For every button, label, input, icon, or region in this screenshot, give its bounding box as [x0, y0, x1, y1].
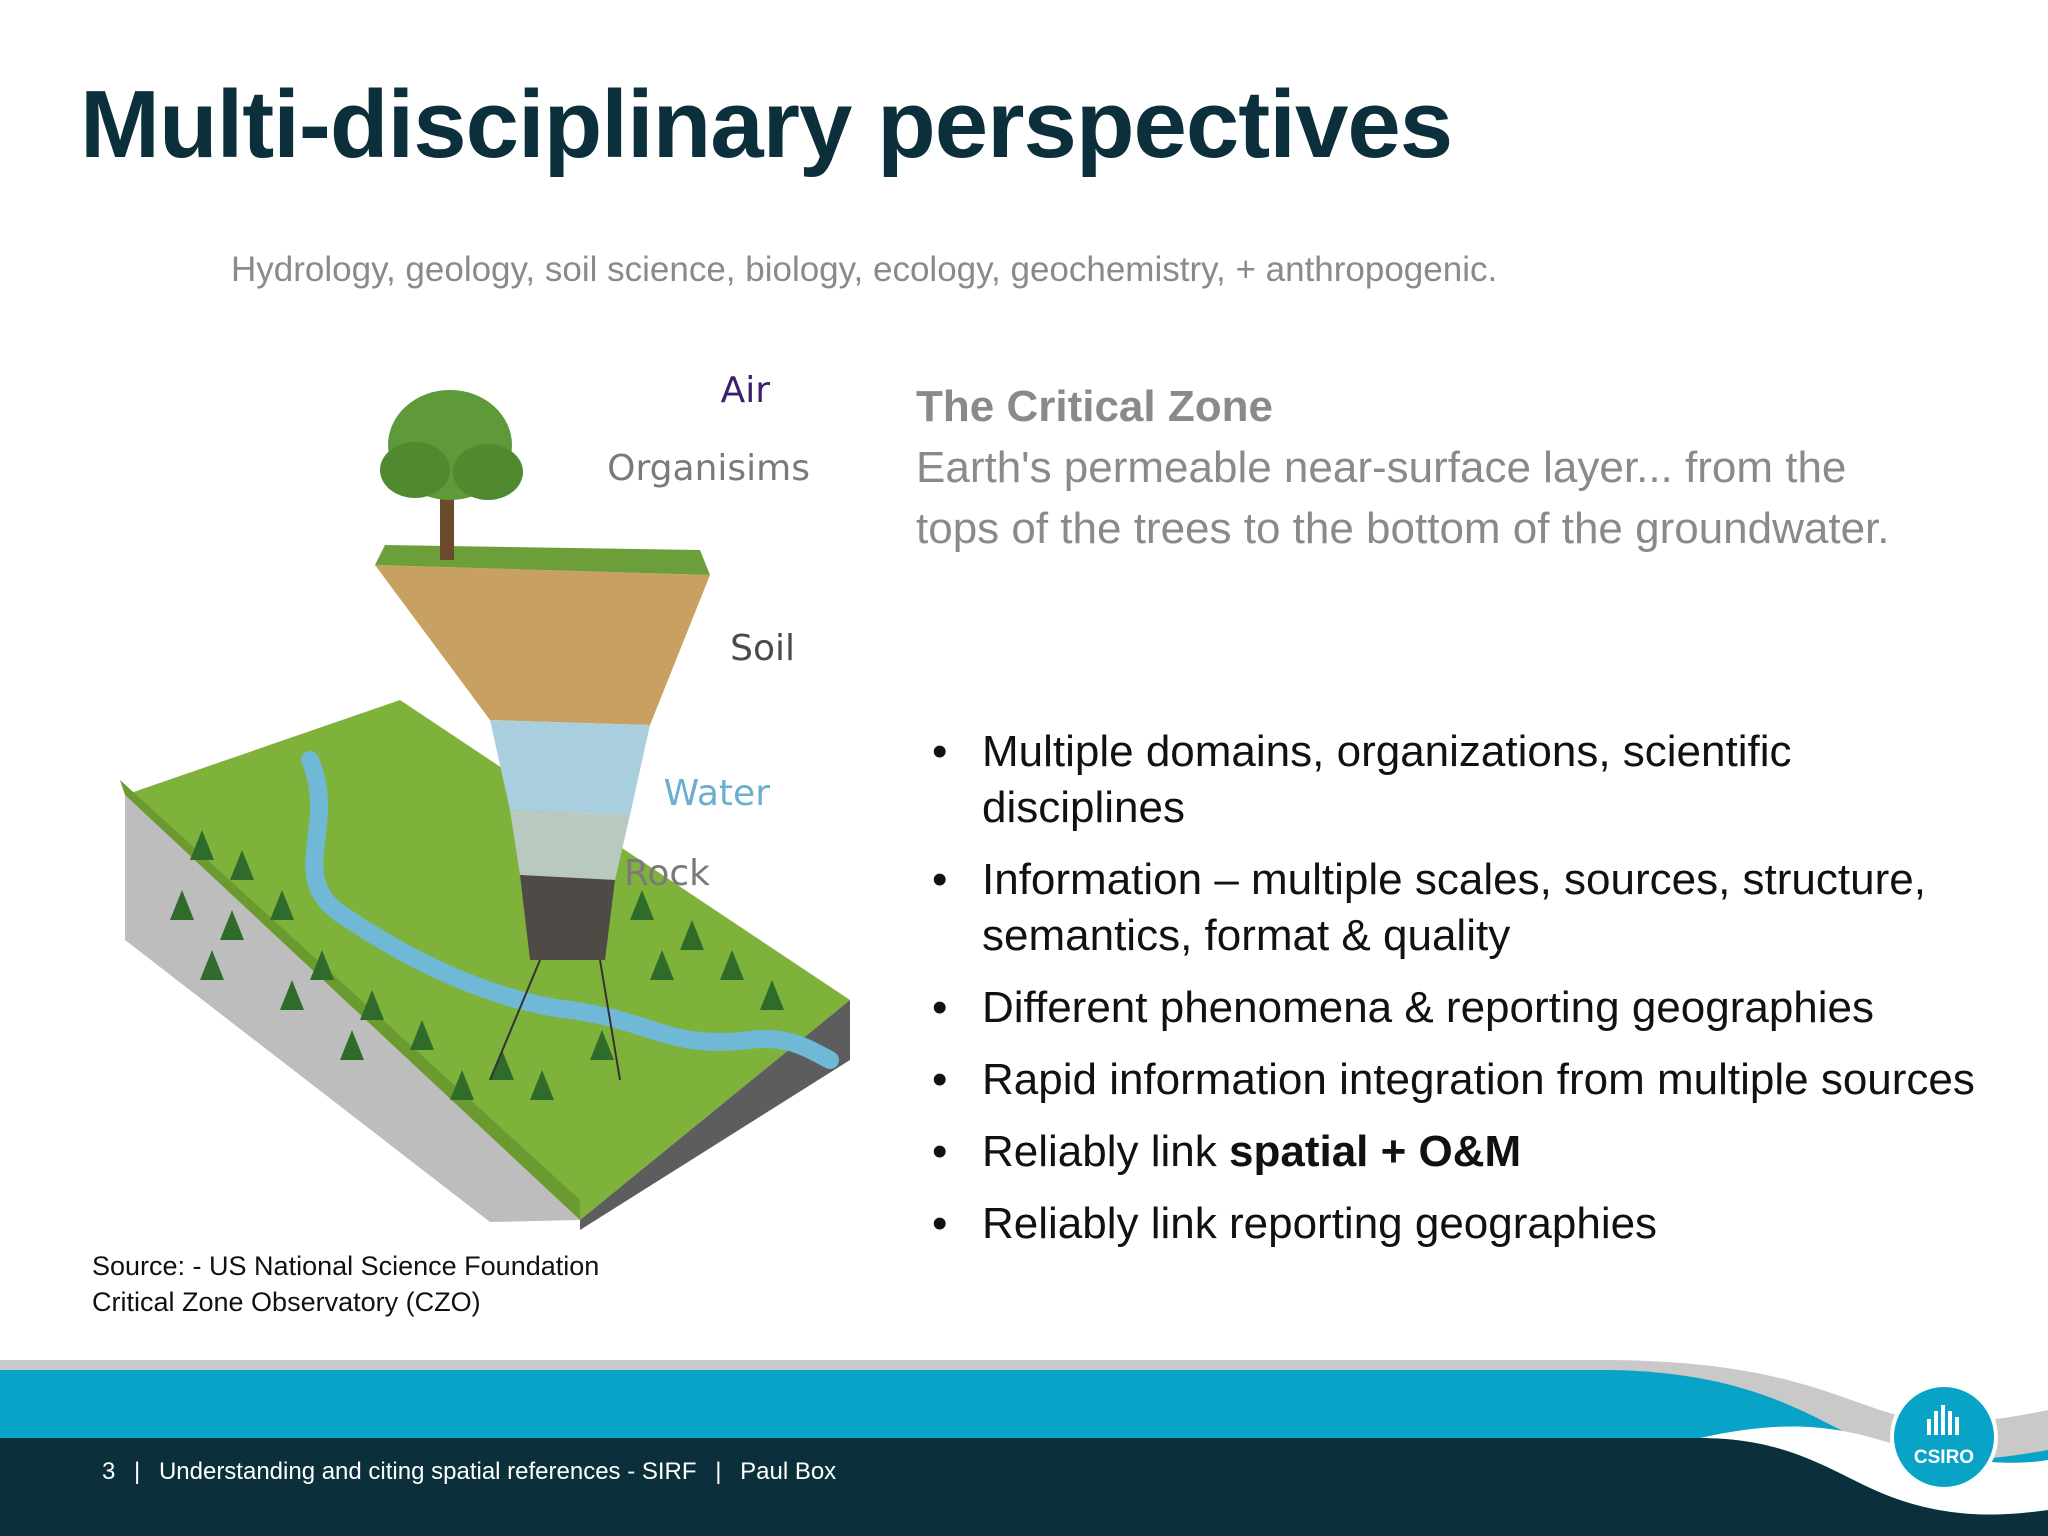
water-layer	[490, 720, 650, 815]
list-item-bold-text: spatial + O&M	[1229, 1127, 1522, 1176]
critical-zone-description: The Critical Zone Earth's permeable near…	[916, 376, 1916, 559]
list-item-text: Information – multiple scales, sources, …	[982, 855, 1926, 960]
list-item: • Reliably link reporting geographies	[924, 1196, 2004, 1252]
landscape-top	[125, 700, 850, 1220]
bullet-marker: •	[932, 1199, 948, 1248]
bedrock-front	[125, 795, 580, 1222]
bullet-marker: •	[932, 855, 948, 904]
label-organisms: Organisims	[607, 448, 810, 489]
list-item: • Reliably link spatial + O&M	[924, 1124, 2004, 1180]
list-item: • Information – multiple scales, sources,…	[924, 852, 2004, 964]
source-line-1: Source: - US National Science Foundation	[92, 1251, 600, 1281]
author-name: Paul Box	[740, 1458, 837, 1485]
footer-separator: |	[715, 1458, 722, 1485]
critical-zone-drawing: Air Organisims Soil Water Rock	[120, 370, 850, 1230]
figure-source: Source: - US National Science Foundation…	[92, 1248, 599, 1320]
label-rock: Rock	[624, 853, 710, 894]
critical-zone-title: The Critical Zone	[916, 382, 1273, 431]
bullet-marker: •	[932, 983, 948, 1032]
footer-band	[0, 1360, 2048, 1536]
soil-layer	[375, 565, 710, 725]
slide-subtitle: Hydrology, geology, soil science, biolog…	[231, 250, 1498, 289]
presentation-title: Understanding and citing spatial referen…	[158, 1458, 697, 1485]
list-item-text: Different phenomena & reporting geograph…	[982, 983, 1875, 1032]
logo-bars-icon	[1927, 1405, 1959, 1435]
grass-top	[375, 545, 710, 575]
critical-zone-body: Earth's permeable near-surface layer... …	[916, 443, 1890, 553]
rock-layer	[520, 875, 615, 960]
list-item: • Multiple domains, organizations, scient…	[924, 724, 2004, 836]
critical-zone-illustration: Air Organisims Soil Water Rock	[110, 360, 870, 1230]
source-line-2: Critical Zone Observatory (CZO)	[92, 1287, 481, 1317]
list-item-text: Rapid information integration from multi…	[982, 1055, 1975, 1104]
page-number: 3	[102, 1458, 116, 1485]
csiro-logo: CSIRO	[1894, 1387, 1994, 1487]
bullet-marker: •	[932, 1055, 948, 1104]
footer-text: 3 | Understanding and citing spatial ref…	[102, 1458, 848, 1486]
list-item: • Rapid information integration from mult…	[924, 1052, 2004, 1108]
bullet-marker: •	[932, 727, 948, 776]
list-item-text: Multiple domains, organizations, scienti…	[982, 727, 1792, 832]
bedrock-side	[580, 1000, 850, 1230]
bullet-marker: •	[932, 1127, 948, 1176]
list-item: • Different phenomena & reporting geograp…	[924, 980, 2004, 1036]
river	[301, 751, 839, 1069]
label-water: Water	[664, 773, 771, 814]
list-item-text: Reliably link	[982, 1127, 1217, 1176]
slide-title: Multi-disciplinary perspectives	[80, 71, 1453, 178]
logo-text: CSIRO	[1913, 1447, 1975, 1468]
forest-trees	[170, 830, 784, 1100]
label-soil: Soil	[730, 628, 795, 669]
footer-separator: |	[134, 1458, 141, 1485]
key-points-list: • Multiple domains, organizations, scient…	[924, 724, 2004, 1268]
list-item-text: Reliably link reporting geographies	[982, 1199, 1658, 1248]
label-air: Air	[721, 370, 771, 411]
